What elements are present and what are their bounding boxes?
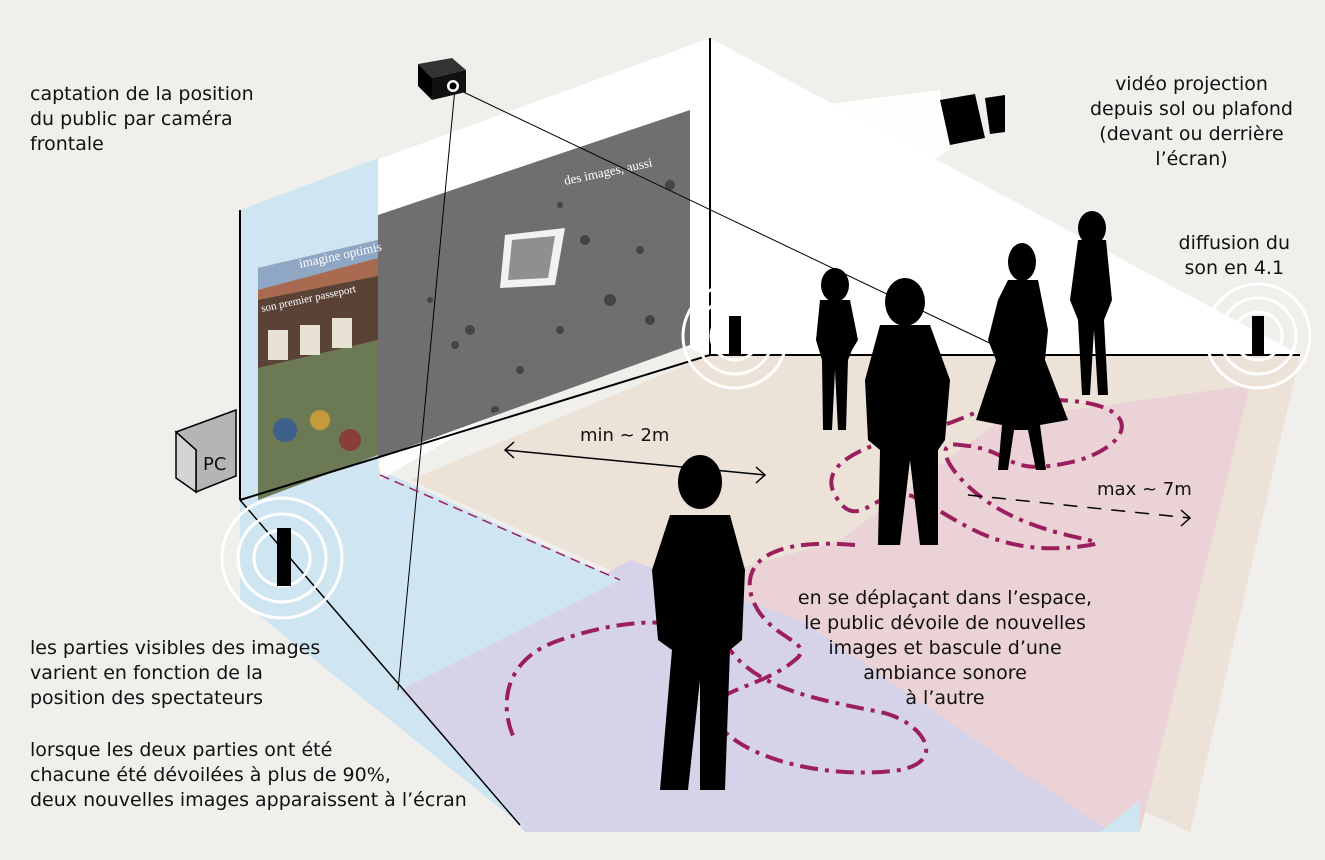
moving-caption: en se déplaçant dans l’espace, le public… [797, 587, 1093, 709]
floor-zone-blue [240, 470, 620, 832]
min-distance-label: min ~ 2m [580, 425, 669, 446]
screen-floor-line [239, 354, 711, 501]
speaker-icon [681, 282, 789, 390]
floor-zone-blue-corner [1100, 800, 1140, 832]
max-distance-arrow: max ~ 7m [967, 479, 1192, 527]
person-silhouette [976, 243, 1068, 470]
visitor-path-front [504, 541, 928, 775]
max-distance-label: max ~ 7m [1097, 479, 1192, 500]
sound-caption: diffusion du son en 4.1 [1178, 232, 1290, 279]
zone-boundary [379, 474, 621, 581]
min-distance-arrow: min ~ 2m [503, 425, 767, 484]
projection-caption: vidéo projection depuis sol ou plafond (… [1089, 73, 1293, 170]
reveal-caption: lorsque les deux parties ont été chacune… [30, 739, 467, 811]
projector-icon [940, 94, 1005, 145]
visitor-path-back [829, 397, 1124, 551]
camera-icon [418, 58, 466, 100]
speaker-icon [220, 496, 344, 620]
person-silhouette [816, 268, 858, 430]
pc-label: PC [203, 454, 226, 475]
pc-icon: PC [174, 408, 237, 494]
floor-zone-lavender [400, 560, 1110, 832]
person-silhouette [652, 455, 745, 790]
camera-caption: captation de la position du public par c… [30, 83, 254, 155]
camera-ray-floor [397, 87, 456, 691]
image-texture [427, 180, 675, 414]
visible-parts-caption: les parties visibles des images varient … [30, 637, 321, 709]
person-silhouette [1070, 211, 1112, 395]
speaker-icon [1204, 282, 1312, 390]
person-silhouette [865, 278, 950, 545]
